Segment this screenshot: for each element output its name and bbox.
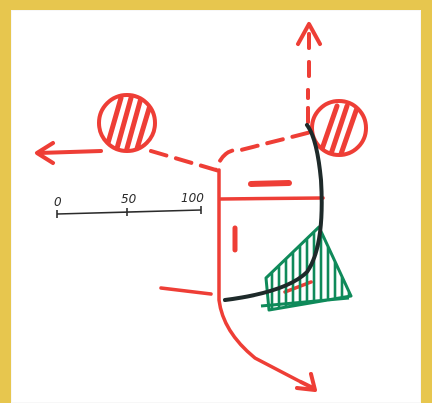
scale-label-0: 0	[54, 195, 62, 209]
site-plan-sketch: 0 50 100	[35, 22, 368, 392]
scale-label-100: 100	[181, 191, 204, 205]
north-arrow-dashed	[296, 22, 322, 124]
curved-boundary-line	[223, 123, 324, 302]
dashed-connector-path	[149, 130, 313, 173]
left-hatched-circle	[97, 93, 157, 153]
right-hatched-circle	[310, 99, 368, 157]
west-arrow-dashed	[35, 141, 103, 165]
southeast-arrow	[295, 372, 317, 392]
scale-label-50: 50	[121, 192, 137, 206]
scale-bar	[56, 206, 202, 218]
sketch-paper: 0 50 100	[11, 10, 421, 403]
green-hatched-area	[260, 225, 353, 312]
building-outline	[159, 168, 325, 384]
